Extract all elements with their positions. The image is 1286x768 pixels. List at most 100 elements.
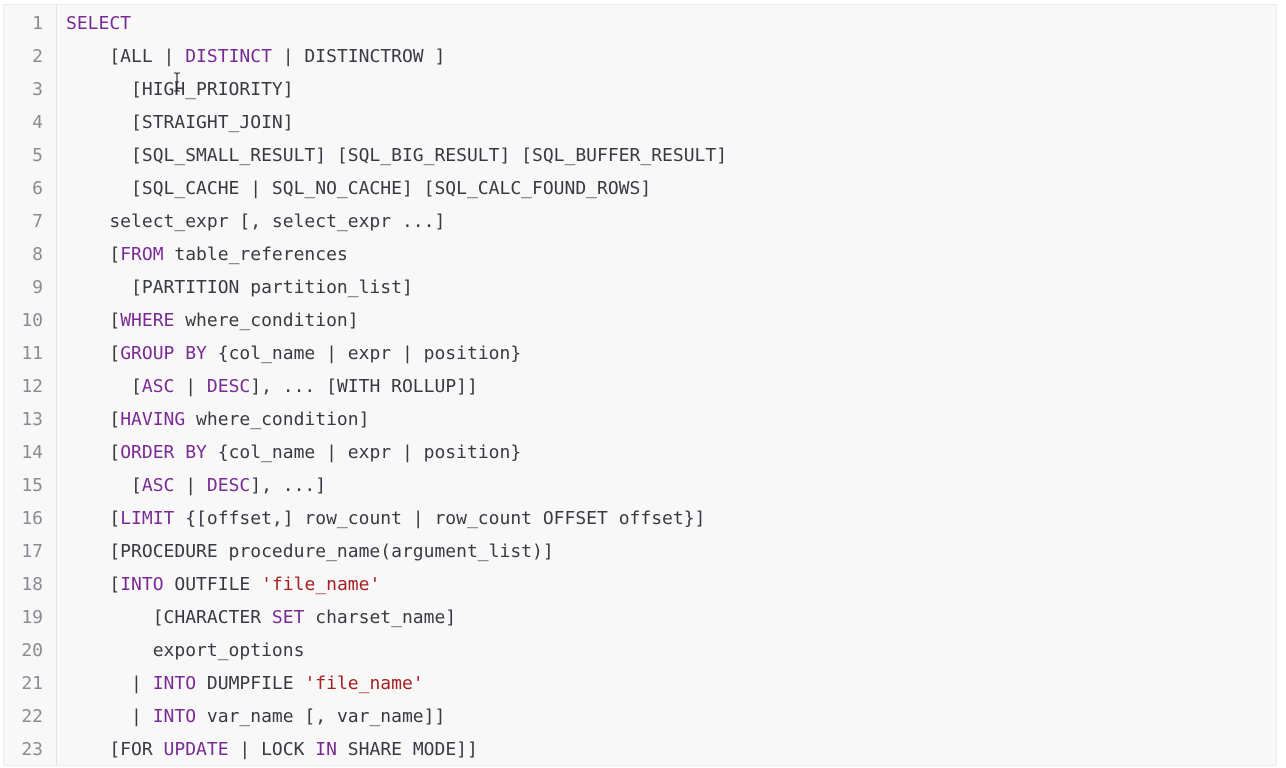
code-token: {col_name | expr | position} <box>206 343 522 364</box>
keyword-token: DESC <box>206 475 251 496</box>
keyword-token: INTO <box>120 574 164 595</box>
code-token: | <box>66 706 153 727</box>
text-cursor-icon <box>174 72 180 92</box>
keyword-token: ASC <box>141 376 175 397</box>
line-number: 14 <box>21 442 43 463</box>
line-number: 12 <box>21 376 43 397</box>
string-token: 'file_name' <box>304 673 424 694</box>
code-text: [FROM table_references <box>66 238 348 271</box>
line-number: 21 <box>21 673 43 694</box>
code-line: 18 [INTO OUTFILE 'file_name' <box>4 568 1276 601</box>
code-text: export_options <box>66 634 305 667</box>
code-text: [HIGH_PRIORITY] <box>66 73 294 106</box>
line-number: 13 <box>21 409 43 430</box>
code-token: [ <box>66 376 142 397</box>
keyword-token: UPDATE <box>163 739 229 760</box>
line-number-gutter <box>4 5 57 765</box>
code-token: [ <box>66 574 121 595</box>
line-number: 15 <box>21 475 43 496</box>
code-line: 23 [FOR UPDATE | LOCK IN SHARE MODE]] <box>4 733 1276 765</box>
code-token: [ <box>66 310 121 331</box>
code-text: [LIMIT {[offset,] row_count | row_count … <box>66 502 705 535</box>
code-token: | <box>174 376 207 397</box>
keyword-token: SET <box>271 607 305 628</box>
keyword-token: DESC <box>206 376 251 397</box>
code-line: 20 export_options <box>4 634 1276 667</box>
keyword-token: FROM <box>120 244 164 265</box>
code-line: 12 [ASC | DESC], ... [WITH ROLLUP]] <box>4 370 1276 403</box>
code-token: export_options <box>66 640 305 661</box>
line-number: 9 <box>32 277 43 298</box>
code-token: [PARTITION partition_list] <box>66 277 413 298</box>
code-token: [SQL_SMALL_RESULT] [SQL_BIG_RESULT] [SQL… <box>66 145 728 166</box>
keyword-token: INTO <box>152 706 197 727</box>
code-line: 22 | INTO var_name [, var_name]] <box>4 700 1276 733</box>
code-block: 1 SELECT 2 [ALL | DISTINCT | DISTINCTROW ]… <box>3 4 1277 766</box>
code-line: 14 [ORDER BY {col_name | expr | position… <box>4 436 1276 469</box>
line-number: 20 <box>21 640 43 661</box>
keyword-token: LIMIT <box>120 508 175 529</box>
code-text: [STRAIGHT_JOIN] <box>66 106 294 139</box>
code-text: [ASC | DESC], ...] <box>66 469 326 502</box>
code-line: 5 [SQL_SMALL_RESULT] [SQL_BIG_RESULT] [S… <box>4 139 1276 172</box>
keyword-token: INTO <box>152 673 197 694</box>
line-number: 1 <box>32 13 43 34</box>
code-line: 11 [GROUP BY {col_name | expr | position… <box>4 337 1276 370</box>
line-number: 17 <box>21 541 43 562</box>
code-line: 8 [FROM table_references <box>4 238 1276 271</box>
code-line: 16 [LIMIT {[offset,] row_count | row_cou… <box>4 502 1276 535</box>
code-line: 15 [ASC | DESC], ...] <box>4 469 1276 502</box>
code-text: select_expr [, select_expr ...] <box>66 205 445 238</box>
code-token: | LOCK <box>228 739 316 760</box>
code-text: [PROCEDURE procedure_name(argument_list)… <box>66 535 554 568</box>
code-token: [HIGH_PRIORITY] <box>66 79 294 100</box>
line-number: 3 <box>32 79 43 100</box>
code-token: [PROCEDURE procedure_name(argument_list)… <box>66 541 554 562</box>
line-number: 6 <box>32 178 43 199</box>
code-line: 7 select_expr [, select_expr ...] <box>4 205 1276 238</box>
code-token: [ <box>66 442 121 463</box>
code-text: [ORDER BY {col_name | expr | position} <box>66 436 521 469</box>
keyword-token: DISTINCT <box>185 46 272 67</box>
code-line: 19 [CHARACTER SET charset_name] <box>4 601 1276 634</box>
code-token: | DISTINCTROW ] <box>271 46 446 67</box>
code-token: [ <box>66 475 142 496</box>
code-token: [ <box>66 508 121 529</box>
line-number: 22 <box>21 706 43 727</box>
code-text: [PARTITION partition_list] <box>66 271 413 304</box>
code-text: [HAVING where_condition] <box>66 403 369 436</box>
code-line: 1 SELECT <box>4 7 1276 40</box>
code-token: SHARE MODE]] <box>336 739 478 760</box>
code-line: 3 [HIGH_PRIORITY] <box>4 73 1276 106</box>
code-text: [SQL_SMALL_RESULT] [SQL_BIG_RESULT] [SQL… <box>66 139 727 172</box>
code-line: 2 [ALL | DISTINCT | DISTINCTROW ] <box>4 40 1276 73</box>
code-text: [INTO OUTFILE 'file_name' <box>66 568 380 601</box>
code-text: [ALL | DISTINCT | DISTINCTROW ] <box>66 40 445 73</box>
code-text: [FOR UPDATE | LOCK IN SHARE MODE]] <box>66 733 478 765</box>
line-number: 5 <box>32 145 43 166</box>
code-line: 21 | INTO DUMPFILE 'file_name' <box>4 667 1276 700</box>
code-token: | <box>66 673 153 694</box>
code-text: [SQL_CACHE | SQL_NO_CACHE] [SQL_CALC_FOU… <box>66 172 651 205</box>
code-token: [STRAIGHT_JOIN] <box>66 112 294 133</box>
code-token: select_expr [, select_expr ...] <box>66 211 446 232</box>
line-number: 2 <box>32 46 43 67</box>
keyword-token: IN <box>315 739 337 760</box>
code-line: 9 [PARTITION partition_list] <box>4 271 1276 304</box>
keyword-token: ASC <box>141 475 175 496</box>
code-token: table_references <box>163 244 348 265</box>
code-token: [ALL | <box>66 46 186 67</box>
code-token: OUTFILE <box>163 574 262 595</box>
code-token: [SQL_CACHE | SQL_NO_CACHE] [SQL_CALC_FOU… <box>66 178 652 199</box>
code-token: {col_name | expr | position} <box>206 442 522 463</box>
code-text: | INTO var_name [, var_name]] <box>66 700 445 733</box>
line-number: 19 <box>21 607 43 628</box>
code-lines: 1 SELECT 2 [ALL | DISTINCT | DISTINCTROW ]… <box>4 7 1276 765</box>
code-text: SELECT <box>66 7 131 40</box>
code-token: [FOR <box>66 739 164 760</box>
keyword-token: SELECT <box>66 13 132 34</box>
line-number: 16 <box>21 508 43 529</box>
line-number: 7 <box>32 211 43 232</box>
string-token: 'file_name' <box>261 574 381 595</box>
code-token: where_condition] <box>185 409 370 430</box>
